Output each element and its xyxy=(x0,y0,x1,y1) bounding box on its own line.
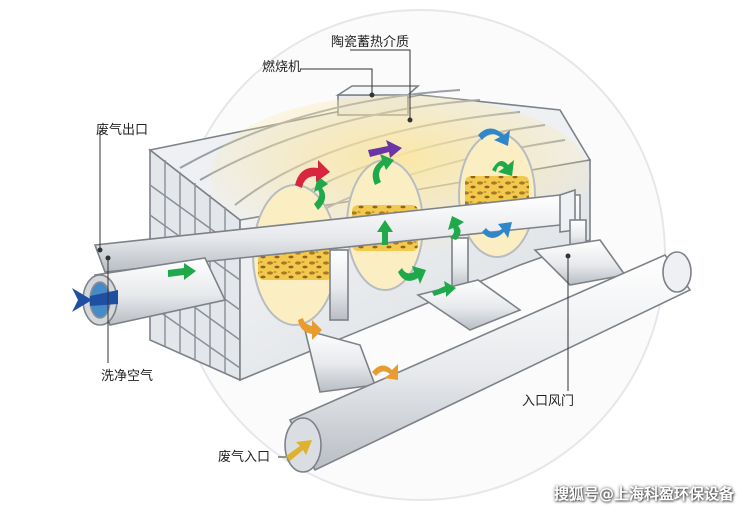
lower-arrow-2 xyxy=(432,281,456,297)
chamber3-arrow xyxy=(492,160,514,176)
inlet-arrow xyxy=(286,440,312,461)
label-exhaust-outlet: 废气出口 xyxy=(96,123,149,138)
chamber3-bottom-arrow xyxy=(482,222,512,238)
flow-arrows xyxy=(72,128,514,461)
lower-arrow-3 xyxy=(448,216,464,240)
leader-lines xyxy=(99,49,569,458)
leader-ceramic xyxy=(350,49,411,120)
label-purge-air: 洗净空气 xyxy=(101,369,154,384)
chamber-3 xyxy=(458,132,536,258)
label-ceramic-media: 陶瓷蓄热介质 xyxy=(331,35,410,50)
leader-burner xyxy=(300,68,373,95)
label-exhaust-inlet: 废气入口 xyxy=(218,450,271,465)
chamber1-return-arrow xyxy=(314,176,328,210)
chamber2-mid-arrow xyxy=(372,154,394,185)
outlet-arrow xyxy=(72,288,118,312)
chamber3-top-arrow xyxy=(478,128,510,146)
leader-dots xyxy=(97,92,571,261)
purge-arrow xyxy=(168,263,196,280)
chamber2-up-arrow xyxy=(377,220,393,245)
burner-arrow xyxy=(368,140,402,158)
lower-arrow-1 xyxy=(398,266,426,284)
label-inlet-damper: 入口风门 xyxy=(522,394,575,409)
watermark: 搜狐号@上海科盈环保设备 xyxy=(553,485,734,503)
label-burner: 燃烧机 xyxy=(262,60,302,75)
hot-gas-arrow xyxy=(295,160,330,188)
chamber1-orange-arrow xyxy=(298,318,322,340)
valve-orange-arrow xyxy=(372,364,398,380)
